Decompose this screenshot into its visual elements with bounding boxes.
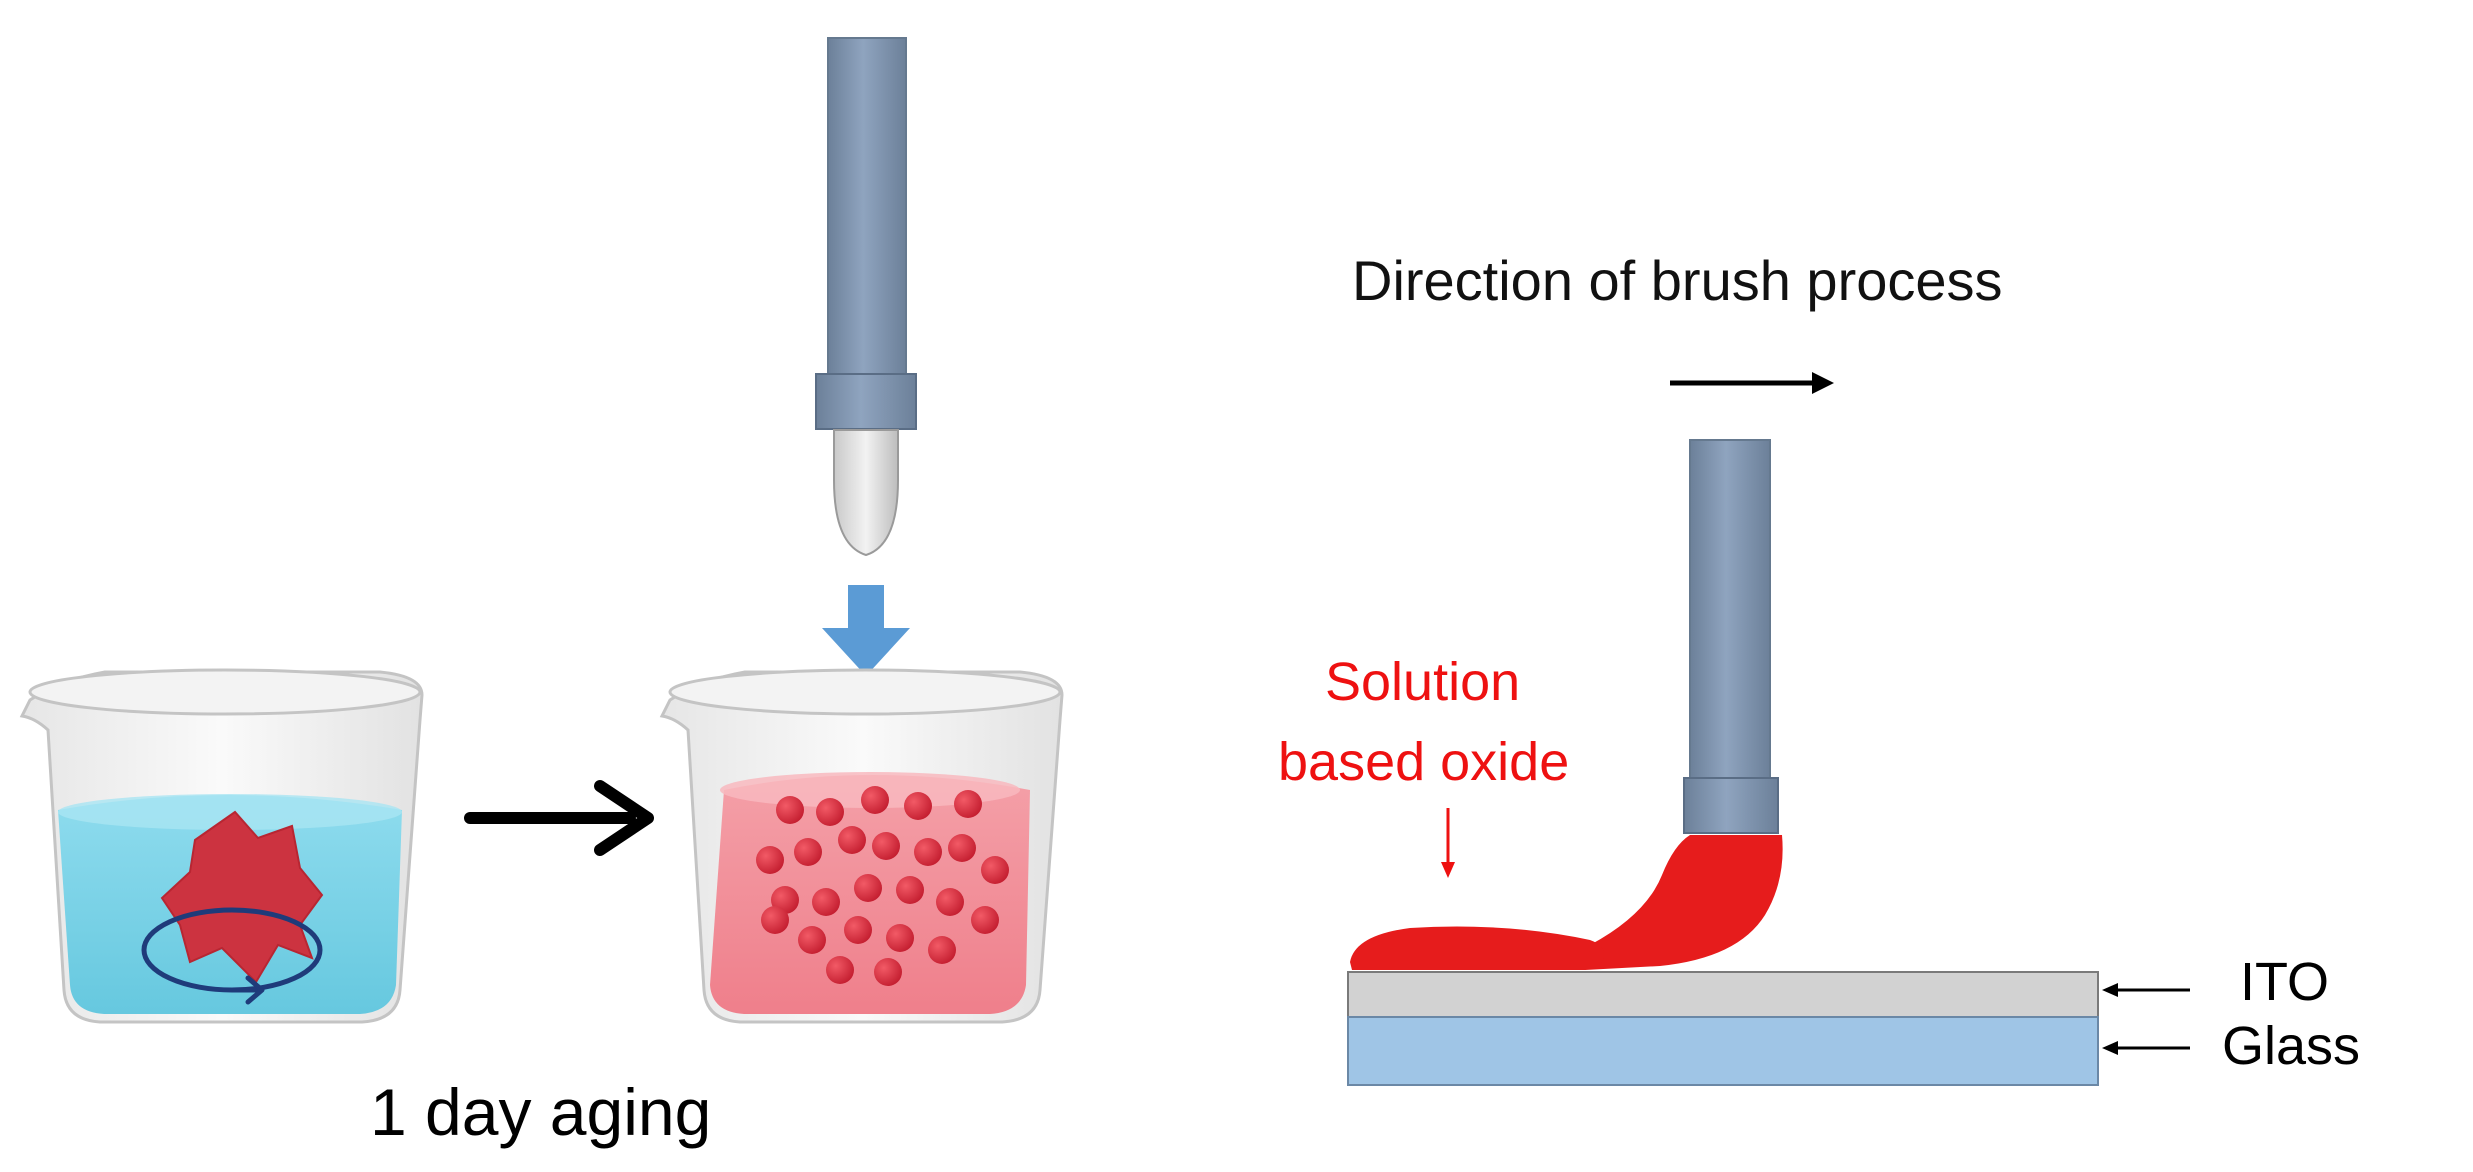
- drop-arrow-icon: [822, 585, 910, 676]
- aging-caption: 1 day aging: [370, 1075, 711, 1149]
- glass-label: Glass: [2222, 1016, 2360, 1076]
- oxide-solution: [1350, 835, 1783, 970]
- glass-layer: [1347, 1016, 2099, 1086]
- ito-pointer-icon: [2102, 983, 2190, 997]
- pipette: [815, 37, 917, 557]
- particles: [756, 786, 1009, 986]
- process-arrow-icon: [464, 780, 654, 856]
- solution-label-line1: Solution: [1325, 652, 1520, 712]
- glass-pointer-icon: [2102, 1041, 2190, 1055]
- oxide-solid: [160, 810, 324, 984]
- direction-label: Direction of brush process: [1352, 249, 2003, 312]
- stirring-arrow-icon: [141, 907, 323, 1005]
- solution-label-line2: based oxide: [1278, 732, 1569, 792]
- solution-pointer-icon: [1441, 808, 1455, 878]
- ito-label: ITO: [2240, 952, 2329, 1012]
- brush: [1683, 439, 1779, 834]
- direction-arrow-icon: [1670, 372, 1834, 394]
- ito-layer: [1347, 971, 2099, 1018]
